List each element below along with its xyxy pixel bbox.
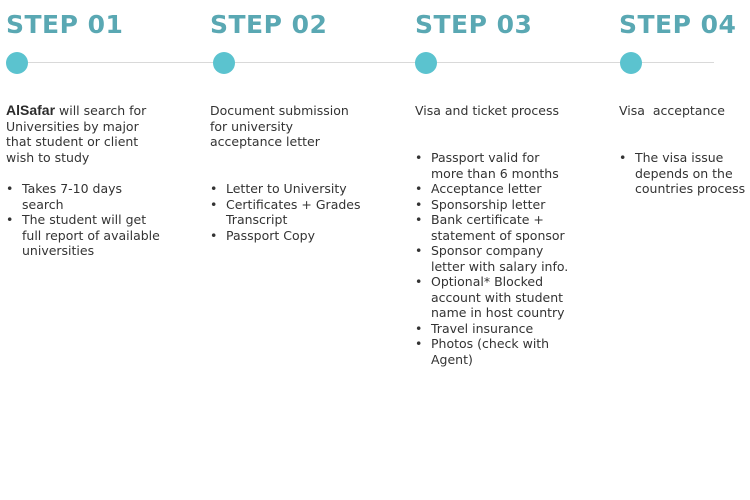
list-item: Passport Copy <box>210 228 370 244</box>
step-4-description: Visa acceptance <box>619 103 725 118</box>
step-3-list: Passport valid for more than 6 months Ac… <box>415 150 575 367</box>
list-item: Travel insurance <box>415 321 575 337</box>
step-1-title: STEP 01 <box>6 10 124 39</box>
step-3-dot <box>415 52 437 74</box>
step-1-dot <box>6 52 28 74</box>
step-2-list: Letter to University Certificates + Grad… <box>210 181 370 243</box>
list-item: Sponsorship letter <box>415 197 575 213</box>
step-4-list: The visa issue depends on the countries … <box>619 150 750 197</box>
list-item: Bank certificate + statement of sponsor <box>415 212 575 243</box>
list-item: Takes 7-10 days search <box>6 181 161 212</box>
brand-name: AlSafar <box>6 102 56 118</box>
list-item: Letter to University <box>210 181 370 197</box>
step-1-list: Takes 7-10 days search The student will … <box>6 181 161 259</box>
list-item: The visa issue depends on the countries … <box>619 150 750 197</box>
list-item: Acceptance letter <box>415 181 575 197</box>
step-2-description: Document submission for university accep… <box>210 103 349 149</box>
timeline-line <box>8 62 714 63</box>
list-item: The student will get full report of avai… <box>6 212 161 259</box>
list-item: Optional* Blocked account with student n… <box>415 274 575 321</box>
step-2-title: STEP 02 <box>210 10 328 39</box>
list-item: Sponsor company letter with salary info. <box>415 243 575 274</box>
step-3-title: STEP 03 <box>415 10 533 39</box>
list-item: Photos (check with Agent) <box>415 336 575 367</box>
step-3-description: Visa and ticket process <box>415 103 560 118</box>
step-4-dot <box>620 52 642 74</box>
list-item: Certificates + Grades Transcript <box>210 197 370 228</box>
list-item: Passport valid for more than 6 months <box>415 150 575 181</box>
step-4-title: STEP 04 <box>619 10 737 39</box>
step-2-dot <box>213 52 235 74</box>
step-1-description: will search for Universities by major th… <box>6 103 147 165</box>
step-1-description-block: AlSafar will search for Universities by … <box>6 102 156 165</box>
